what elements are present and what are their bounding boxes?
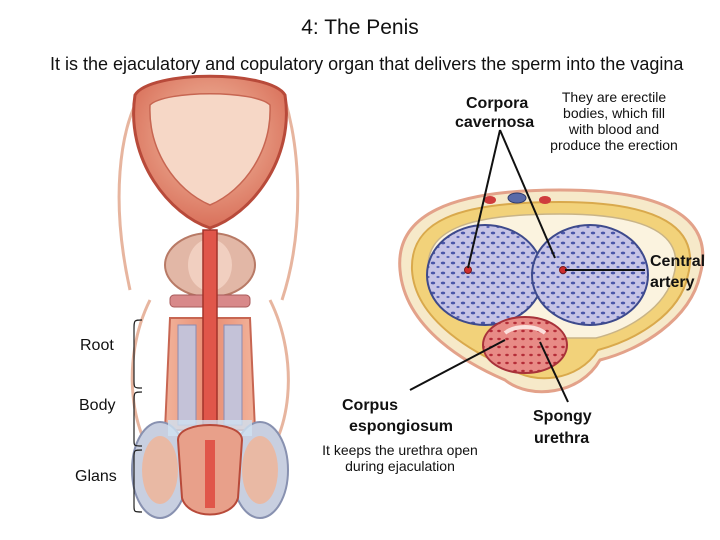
male-reproductive-illustration <box>117 74 300 519</box>
label-spongy: Spongy <box>533 408 592 425</box>
label-cavernosa: cavernosa <box>455 114 535 131</box>
label-root: Root <box>80 337 114 354</box>
corpus-desc-line: It keeps the urethra open <box>322 442 478 458</box>
corpora-description: They are erectile bodies, which fill wit… <box>540 89 688 153</box>
label-glans: Glans <box>75 468 117 485</box>
label-urethra: urethra <box>534 430 590 447</box>
intro-text: It is the ejaculatory and copulatory org… <box>50 54 684 74</box>
label-body: Body <box>79 397 116 414</box>
label-artery: artery <box>650 274 695 291</box>
penis-cross-section <box>398 188 705 394</box>
page-title: 4: The Penis <box>301 16 419 39</box>
corpora-desc-line: They are erectile <box>561 89 667 105</box>
region-brackets <box>133 319 143 513</box>
pointer-lines <box>409 129 645 403</box>
label-central: Central <box>650 253 706 270</box>
corpora-desc-line: produce the erection <box>550 137 678 153</box>
label-corpus-line: Corpus <box>342 397 398 414</box>
corpora-desc-line: bodies, which fill <box>563 105 665 121</box>
label-espongiosum-line: espongiosum <box>348 418 454 435</box>
corpora-desc-line: with blood and <box>568 121 660 137</box>
corpus-desc-line: during ejaculation <box>345 458 455 474</box>
corpus-description: It keeps the urethra open during ejacula… <box>300 442 500 474</box>
label-corpora: Corpora <box>466 95 529 112</box>
